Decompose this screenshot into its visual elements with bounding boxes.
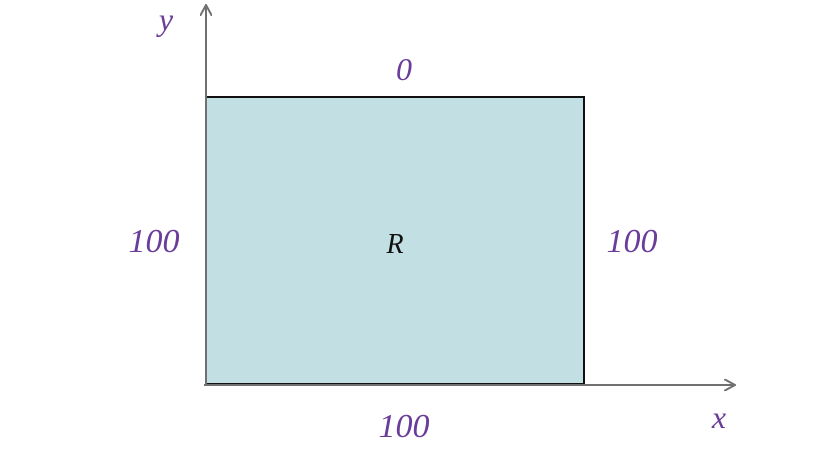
- x-axis-label: x: [711, 399, 726, 435]
- region-rectangle: [205, 96, 585, 385]
- left-edge-label: 100: [129, 223, 180, 260]
- y-axis-label: y: [156, 1, 174, 37]
- right-edge-label: 100: [607, 223, 658, 260]
- region-label: R: [385, 229, 403, 260]
- top-edge-label: 0: [396, 51, 412, 87]
- bottom-edge-label: 100: [379, 408, 430, 445]
